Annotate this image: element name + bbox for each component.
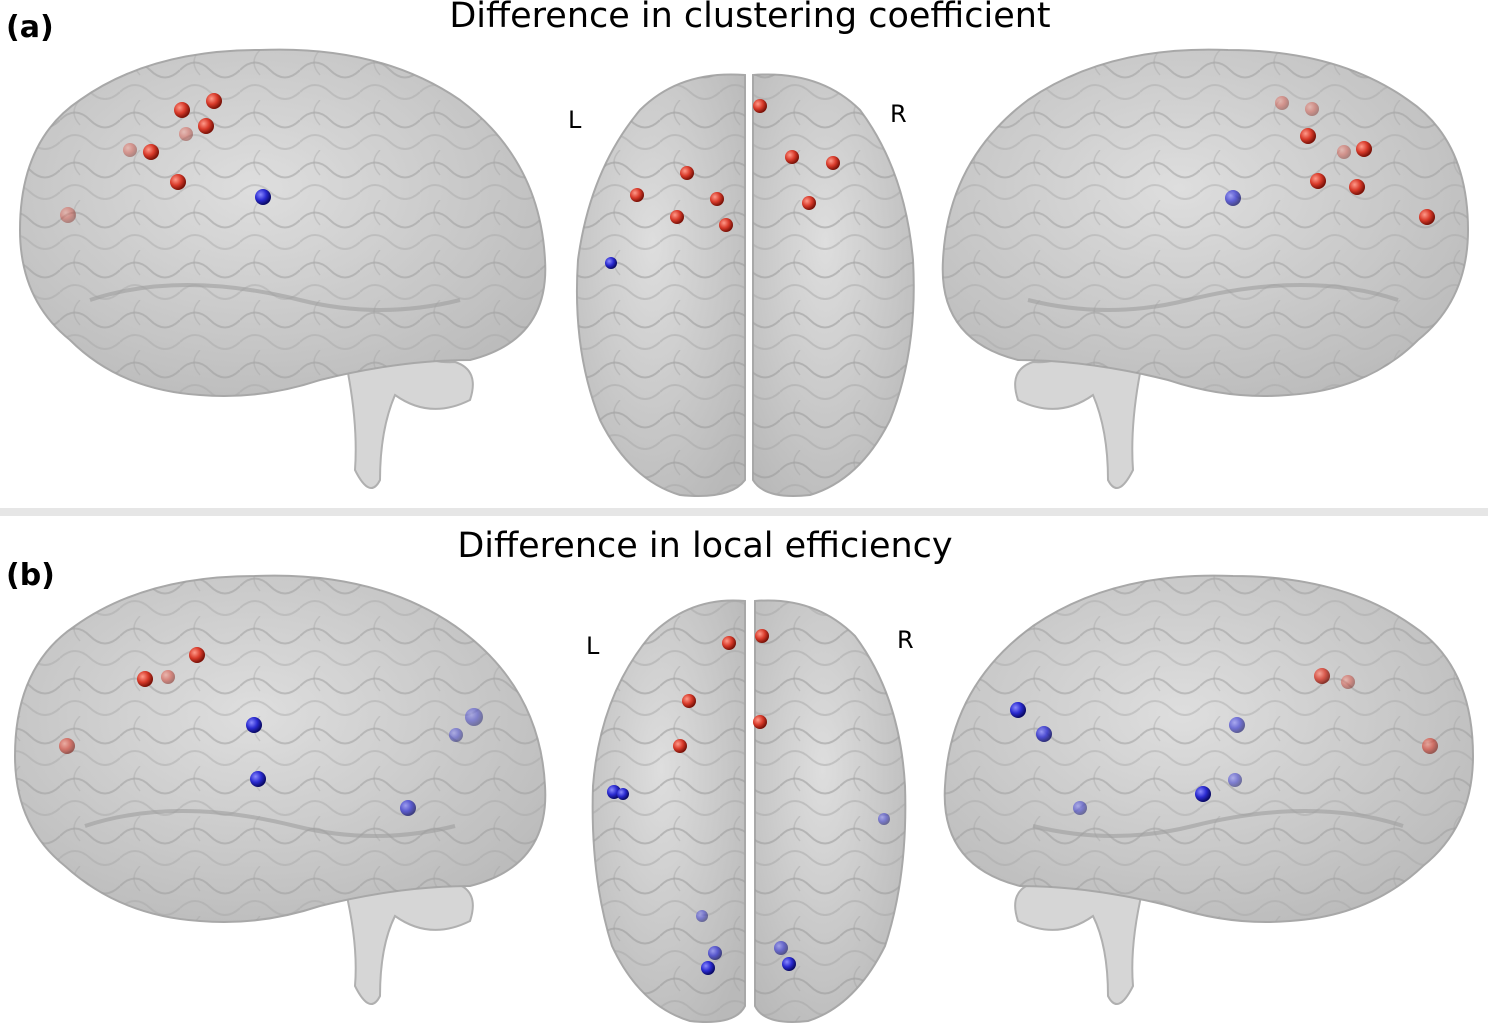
node-decrease (1225, 190, 1241, 206)
panel-a-brain-left-lateral (18, 48, 547, 489)
node-increase (1314, 668, 1330, 684)
node-increase-faded (60, 207, 76, 223)
node-increase (170, 174, 186, 190)
panel-a-right-label: R (890, 100, 907, 128)
panel-b-brain-top (591, 599, 907, 1023)
node-increase (198, 118, 214, 134)
node-increase (710, 192, 724, 206)
panel-b-brain-right-lateral (943, 574, 1475, 1005)
panel-a-brain-right-lateral (941, 48, 1470, 489)
node-increase (755, 629, 769, 643)
node-increase-faded (1337, 145, 1351, 159)
panel-a-brains (18, 48, 1470, 497)
node-decrease (246, 717, 262, 733)
node-increase (1300, 128, 1316, 144)
node-increase (174, 102, 190, 118)
panel-a-nodes-left-lateral (60, 93, 271, 223)
node-decrease-faded (449, 728, 463, 742)
node-increase-faded (161, 670, 175, 684)
panel-b-brain-left-lateral (13, 574, 547, 1005)
node-decrease-faded (774, 941, 788, 955)
node-increase (753, 715, 767, 729)
node-increase (1356, 141, 1372, 157)
node-decrease (617, 788, 629, 800)
panel-b-nodes-top (607, 629, 890, 975)
node-decrease (1036, 726, 1052, 742)
node-decrease-faded (1073, 801, 1087, 815)
panel-a-brain-top (575, 73, 915, 497)
node-increase (673, 739, 687, 753)
node-increase-faded (1305, 102, 1319, 116)
node-increase (1419, 209, 1435, 225)
node-increase-faded (1341, 675, 1355, 689)
node-increase (630, 188, 644, 202)
panel-b-right-label: R (897, 626, 914, 654)
node-increase (143, 144, 159, 160)
panel-b-nodes-right-lateral (1010, 668, 1438, 815)
panel-b: (b) Difference in local efficiency L R (0, 516, 1488, 1026)
node-increase (670, 210, 684, 224)
node-increase (680, 166, 694, 180)
panel-a-left-label: L (568, 106, 582, 134)
panel-divider (0, 508, 1488, 516)
panel-a: (a) Difference in clustering coefficient… (0, 0, 1488, 508)
node-increase (722, 636, 736, 650)
panel-b-nodes-left-lateral (59, 647, 483, 816)
node-increase (189, 647, 205, 663)
node-increase-faded (1275, 96, 1289, 110)
panel-b-left-label: L (586, 632, 600, 660)
node-increase (802, 196, 816, 210)
node-decrease (605, 257, 617, 269)
node-decrease (255, 189, 271, 205)
node-increase (206, 93, 222, 109)
node-increase (826, 156, 840, 170)
node-decrease (782, 957, 796, 971)
panel-a-nodes-right-lateral (1225, 96, 1435, 225)
panel-a-nodes-top (605, 99, 840, 269)
node-increase-faded (1422, 738, 1438, 754)
panel-a-label: (a) (6, 10, 54, 45)
node-decrease (708, 946, 722, 960)
node-increase (1310, 173, 1326, 189)
node-increase (719, 218, 733, 232)
node-decrease (400, 800, 416, 816)
node-decrease (1010, 702, 1026, 718)
node-decrease-faded (465, 708, 483, 726)
node-increase (137, 671, 153, 687)
node-increase-faded (59, 738, 75, 754)
node-decrease (701, 961, 715, 975)
node-decrease-faded (1229, 717, 1245, 733)
panel-b-title: Difference in local efficiency (457, 526, 953, 566)
node-increase (1349, 179, 1365, 195)
node-decrease-faded (1228, 773, 1242, 787)
node-increase-faded (123, 143, 137, 157)
node-increase-faded (179, 127, 193, 141)
node-decrease-faded (696, 910, 708, 922)
node-increase (785, 150, 799, 164)
node-increase (753, 99, 767, 113)
node-increase (682, 694, 696, 708)
panel-b-label: (b) (6, 558, 55, 593)
panel-a-title: Difference in clustering coefficient (449, 0, 1051, 36)
node-decrease (1195, 786, 1211, 802)
node-decrease (250, 771, 266, 787)
node-decrease-faded (878, 813, 890, 825)
panel-b-brains (13, 574, 1475, 1023)
